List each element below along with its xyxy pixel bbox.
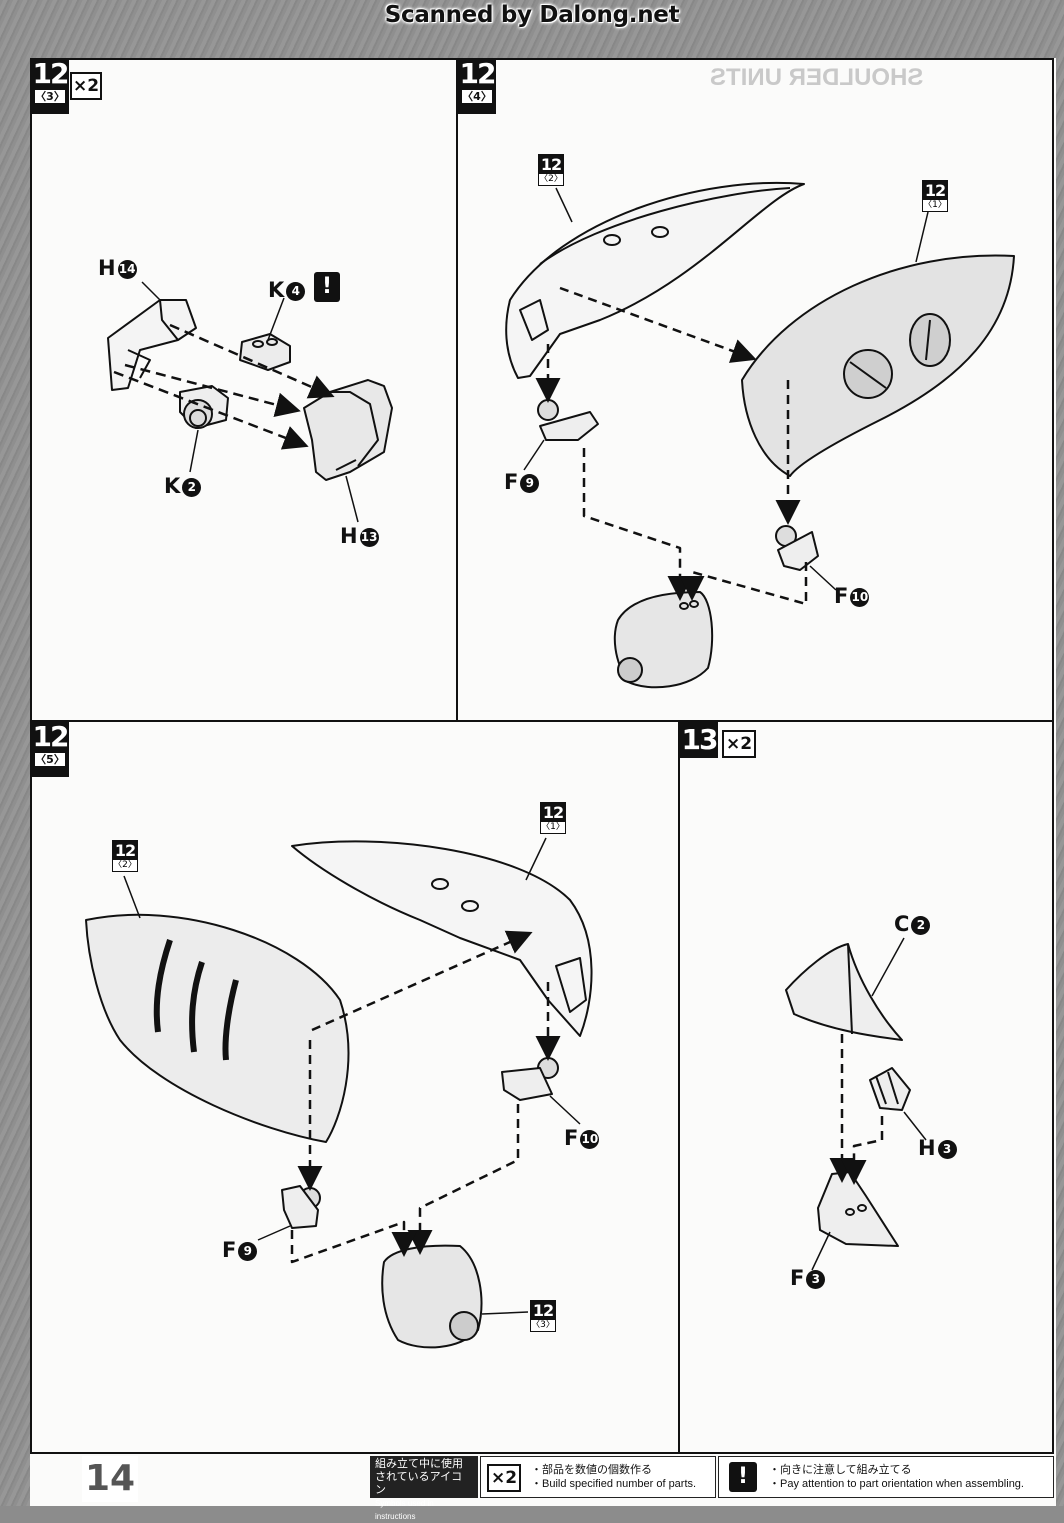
legend-multiplier-text: ・部品を数値の個数作る ・Build specified number of p… xyxy=(531,1463,696,1491)
part-number-circle: 14 xyxy=(117,260,137,279)
panel-13-frame xyxy=(678,720,1054,1454)
step-badge-13: 13 xyxy=(680,722,718,758)
step-badge-12-5: 12 〈5〉 xyxy=(31,722,69,777)
legend-title-ja: 組み立て中に使用されているアイコン xyxy=(375,1458,463,1496)
ref-sub: 〈2〉 xyxy=(539,174,563,184)
part-number-circle: 9 xyxy=(238,1242,258,1261)
part-number-circle: 4 xyxy=(286,282,306,301)
part-12-2-inner-shell-drawing xyxy=(505,181,805,379)
step-number: 12 xyxy=(32,57,70,90)
multiplier-x2-badge: ×2 xyxy=(70,72,102,100)
legend-attention-en: ・Pay attention to part orientation when … xyxy=(769,1478,1024,1490)
part-k4-drawing xyxy=(239,333,291,371)
step-badge-12-4: 12 〈4〉 xyxy=(458,59,496,114)
legend-multiplier-item: ×2 ・部品を数値の個数作る ・Build specified number o… xyxy=(480,1456,716,1498)
part-h3-drawing xyxy=(869,1067,911,1111)
ref-sub: 〈2〉 xyxy=(113,860,137,870)
part-12-1-inner-shell-drawing xyxy=(291,840,593,1037)
legend-attention-text: ・向きに注意して組み立てる ・Pay attention to part ori… xyxy=(769,1463,1024,1491)
ref-number: 12 xyxy=(539,155,563,174)
part-number-circle: 9 xyxy=(520,474,540,493)
ref-number: 12 xyxy=(113,841,137,860)
step-sub: 〈4〉 xyxy=(461,89,493,104)
step-number: 12 xyxy=(459,57,497,90)
step-sub: 〈3〉 xyxy=(34,89,66,104)
step-number: 12 xyxy=(32,720,70,753)
part-12-2-slotted-shell-drawing xyxy=(85,913,350,1143)
legend-attention-ja: ・向きに注意して組み立てる xyxy=(769,1464,912,1476)
step-number: 13 xyxy=(681,723,719,756)
part-12-1-outer-shell-drawing xyxy=(741,254,1015,477)
step-sub: 〈5〉 xyxy=(34,752,66,767)
multiplier-x2-icon: ×2 xyxy=(487,1464,521,1492)
ref-badge-12-3: 12 〈3〉 xyxy=(530,1300,556,1332)
part-number-circle: 3 xyxy=(806,1270,826,1289)
part-12-3-shoulder-block-drawing xyxy=(613,591,714,689)
part-f3-drawing xyxy=(817,1171,899,1247)
ref-badge-12-2: 12 〈2〉 xyxy=(538,154,564,186)
page-number: 14 xyxy=(82,1456,138,1502)
part-h14-drawing xyxy=(107,299,197,391)
part-number-circle: 10 xyxy=(580,1130,600,1149)
part-number-circle: 3 xyxy=(937,1140,957,1159)
step-badge-12-3: 12 〈3〉 xyxy=(31,59,69,114)
ref-number: 12 xyxy=(541,803,565,822)
part-c2-drawing xyxy=(785,943,903,1041)
legend-multiplier-en: ・Build specified number of parts. xyxy=(531,1478,697,1490)
ref-badge-12-1: 12 〈1〉 xyxy=(922,180,948,212)
multiplier-x2-badge: ×2 xyxy=(722,730,756,758)
ref-number: 12 xyxy=(531,1301,555,1320)
legend-multiplier-ja: ・部品を数値の個数作る xyxy=(531,1464,652,1476)
part-f10b-drawing xyxy=(501,1057,559,1101)
attention-icon: ! xyxy=(314,272,340,302)
ref-sub: 〈1〉 xyxy=(923,200,947,210)
part-12-3-shoulder-block-b-drawing xyxy=(381,1244,483,1349)
symbols-legend-title: 組み立て中に使用されているアイコン Symbols used in instru… xyxy=(370,1456,478,1521)
scan-credit: Scanned by Dalong.net xyxy=(384,2,680,28)
ref-sub: 〈1〉 xyxy=(541,822,565,832)
part-f9-drawing xyxy=(537,399,599,441)
ref-number: 12 xyxy=(923,181,947,200)
attention-icon: ! xyxy=(729,1462,757,1492)
part-f10-drawing xyxy=(775,525,819,571)
part-number-circle: 10 xyxy=(850,588,870,607)
part-h13-drawing xyxy=(303,379,393,481)
legend-title-en: Symbols used in instructions xyxy=(375,1499,434,1521)
ref-badge-12-2: 12 〈2〉 xyxy=(112,840,138,872)
ref-badge-12-1: 12 〈1〉 xyxy=(540,802,566,834)
legend-attention-item: ! ・向きに注意して組み立てる ・Pay attention to part o… xyxy=(718,1456,1054,1498)
part-number-circle: 13 xyxy=(359,528,379,547)
ref-sub: 〈3〉 xyxy=(531,1320,555,1330)
part-f9b-drawing xyxy=(281,1185,321,1229)
part-number-circle: 2 xyxy=(911,916,931,935)
part-number-circle: 2 xyxy=(182,478,202,497)
